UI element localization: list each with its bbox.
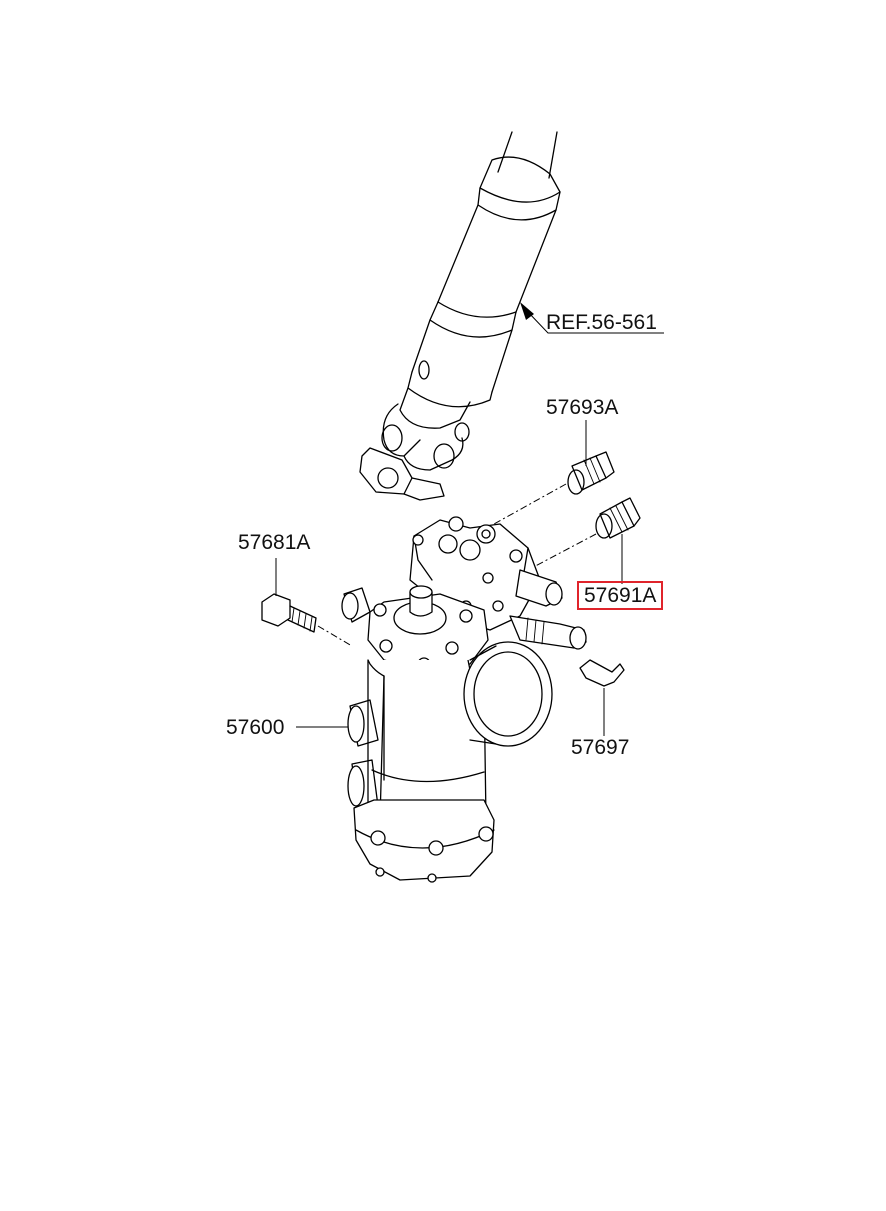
label-57600[interactable]: 57600 xyxy=(226,716,285,739)
label-57697[interactable]: 57697 xyxy=(571,736,630,759)
fitting-57691A xyxy=(523,497,641,584)
fitting-57693A xyxy=(475,420,615,535)
label-57693A[interactable]: 57693A xyxy=(546,396,619,419)
label-57681A[interactable]: 57681A xyxy=(238,531,311,554)
steering-gear-box xyxy=(341,516,587,883)
bolt-57681A xyxy=(261,558,353,647)
steering-column-shaft xyxy=(359,131,561,501)
label-ref-56-561[interactable]: REF.56-561 xyxy=(546,311,657,334)
label-57691A-highlighted[interactable]: 57691A xyxy=(577,581,664,610)
ref-leader xyxy=(520,302,664,334)
elbow-fitting-57697 xyxy=(579,659,625,736)
